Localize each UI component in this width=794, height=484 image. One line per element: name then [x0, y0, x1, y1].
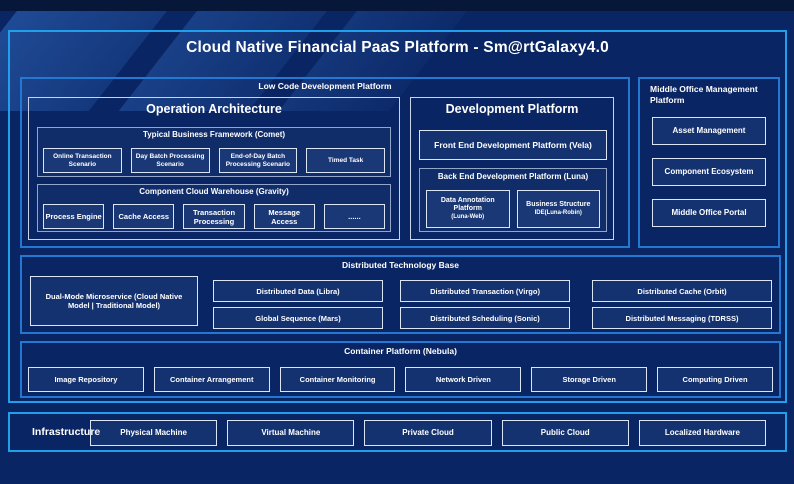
container-platform-section: Container Platform (Nebula) Image Reposi…: [20, 341, 781, 398]
box-process-engine: Process Engine: [43, 204, 105, 229]
development-platform-box: Development Platform Front End Developme…: [410, 97, 614, 240]
infrastructure-items-row: Physical Machine Virtual Machine Private…: [90, 420, 767, 446]
box-distributed-transaction: Distributed Transaction (Virgo): [400, 280, 570, 302]
back-end-platform-box: Back End Development Platform (Luna) Dat…: [419, 168, 607, 232]
box-asset-management: Asset Management: [652, 117, 766, 145]
infrastructure-label: Infrastructure: [32, 426, 101, 438]
box-computing-driven: Computing Driven: [657, 367, 773, 392]
top-strip: [0, 0, 794, 11]
box-end-of-day-batch-processing-scenario: End-of-Day Batch Processing Scenario: [218, 148, 298, 173]
back-end-platform-label: Back End Development Platform (Luna): [437, 172, 589, 181]
box-timed-task: Timed Task: [306, 148, 385, 173]
box-global-sequence: Global Sequence (Mars): [213, 307, 383, 329]
box-component-ecosystem: Component Ecosystem: [652, 158, 766, 186]
box-dual-mode-microservice: Dual-Mode Microservice (Cloud Native Mod…: [30, 276, 198, 326]
box-message-access: Message Access: [253, 204, 315, 229]
infrastructure-section: Infrastructure Physical Machine Virtual …: [8, 412, 787, 452]
box-title: Business Structure: [526, 200, 591, 208]
gravity-warehouse-label: Component Cloud Warehouse (Gravity): [139, 187, 289, 196]
box-day-batch-processing-scenario: Day Batch Processing Scenario: [130, 148, 210, 173]
development-platform-title: Development Platform: [445, 102, 579, 116]
box-distributed-data: Distributed Data (Libra): [213, 280, 383, 302]
box-private-cloud: Private Cloud: [364, 420, 492, 446]
page-title: Cloud Native Financial PaaS Platform - S…: [186, 39, 609, 56]
box-network-driven: Network Driven: [405, 367, 522, 392]
operation-architecture-title: Operation Architecture: [146, 102, 282, 116]
box-data-annotation-platform: Data Annotation Platform (Luna-Web): [426, 190, 510, 228]
low-code-platform-section: Low Code Development Platform Operation …: [20, 77, 630, 248]
box-ellipsis: ......: [323, 204, 386, 229]
box-business-structure-ide: Business Structure IDE(Luna-Robin): [516, 190, 600, 228]
comet-framework-label: Typical Business Framework (Comet): [142, 130, 286, 139]
box-middle-office-portal: Middle Office Portal: [652, 199, 766, 227]
box-container-monitoring: Container Monitoring: [279, 367, 396, 392]
box-distributed-messaging: Distributed Messaging (TDRSS): [592, 307, 772, 329]
box-distributed-scheduling: Distributed Scheduling (Sonic): [400, 307, 570, 329]
gravity-warehouse-box: Component Cloud Warehouse (Gravity) Proc…: [37, 184, 391, 232]
box-title: Data Annotation Platform: [440, 196, 495, 212]
back-end-items-row: Data Annotation Platform (Luna-Web) Busi…: [426, 190, 600, 228]
comet-items-row: Online Transaction Scenario Day Batch Pr…: [43, 148, 385, 173]
low-code-platform-label: Low Code Development Platform: [258, 81, 392, 91]
gravity-items-row: Process Engine Cache Access Transaction …: [43, 204, 386, 229]
box-localized-hardware: Localized Hardware: [638, 420, 767, 446]
box-subtitle: (Luna-Web): [451, 214, 485, 221]
comet-framework-box: Typical Business Framework (Comet) Onlin…: [37, 127, 391, 177]
distributed-technology-label: Distributed Technology Base: [342, 260, 459, 270]
middle-office-section: Middle Office Management Platform Asset …: [638, 77, 780, 248]
box-physical-machine: Physical Machine: [90, 420, 218, 446]
box-front-end-development-platform: Front End Development Platform (Vela): [419, 130, 607, 160]
box-container-arrangement: Container Arrangement: [153, 367, 270, 392]
box-image-repository: Image Repository: [28, 367, 144, 392]
main-frame: Cloud Native Financial PaaS Platform - S…: [8, 30, 787, 403]
box-subtitle: IDE(Luna-Robin): [534, 210, 582, 217]
box-virtual-machine: Virtual Machine: [227, 420, 355, 446]
box-online-transaction-scenario: Online Transaction Scenario: [43, 148, 122, 173]
container-platform-label: Container Platform (Nebula): [344, 346, 457, 356]
middle-office-label: Middle Office Management Platform: [650, 84, 758, 106]
container-items-row: Image Repository Container Arrangement C…: [28, 367, 773, 392]
box-public-cloud: Public Cloud: [501, 420, 629, 446]
box-storage-driven: Storage Driven: [531, 367, 648, 392]
box-distributed-cache: Distributed Cache (Orbit): [592, 280, 772, 302]
box-transaction-processing: Transaction Processing: [183, 204, 245, 229]
distributed-technology-section: Distributed Technology Base Dual-Mode Mi…: [20, 255, 781, 334]
operation-architecture-box: Operation Architecture Typical Business …: [28, 97, 400, 240]
box-cache-access: Cache Access: [113, 204, 175, 229]
